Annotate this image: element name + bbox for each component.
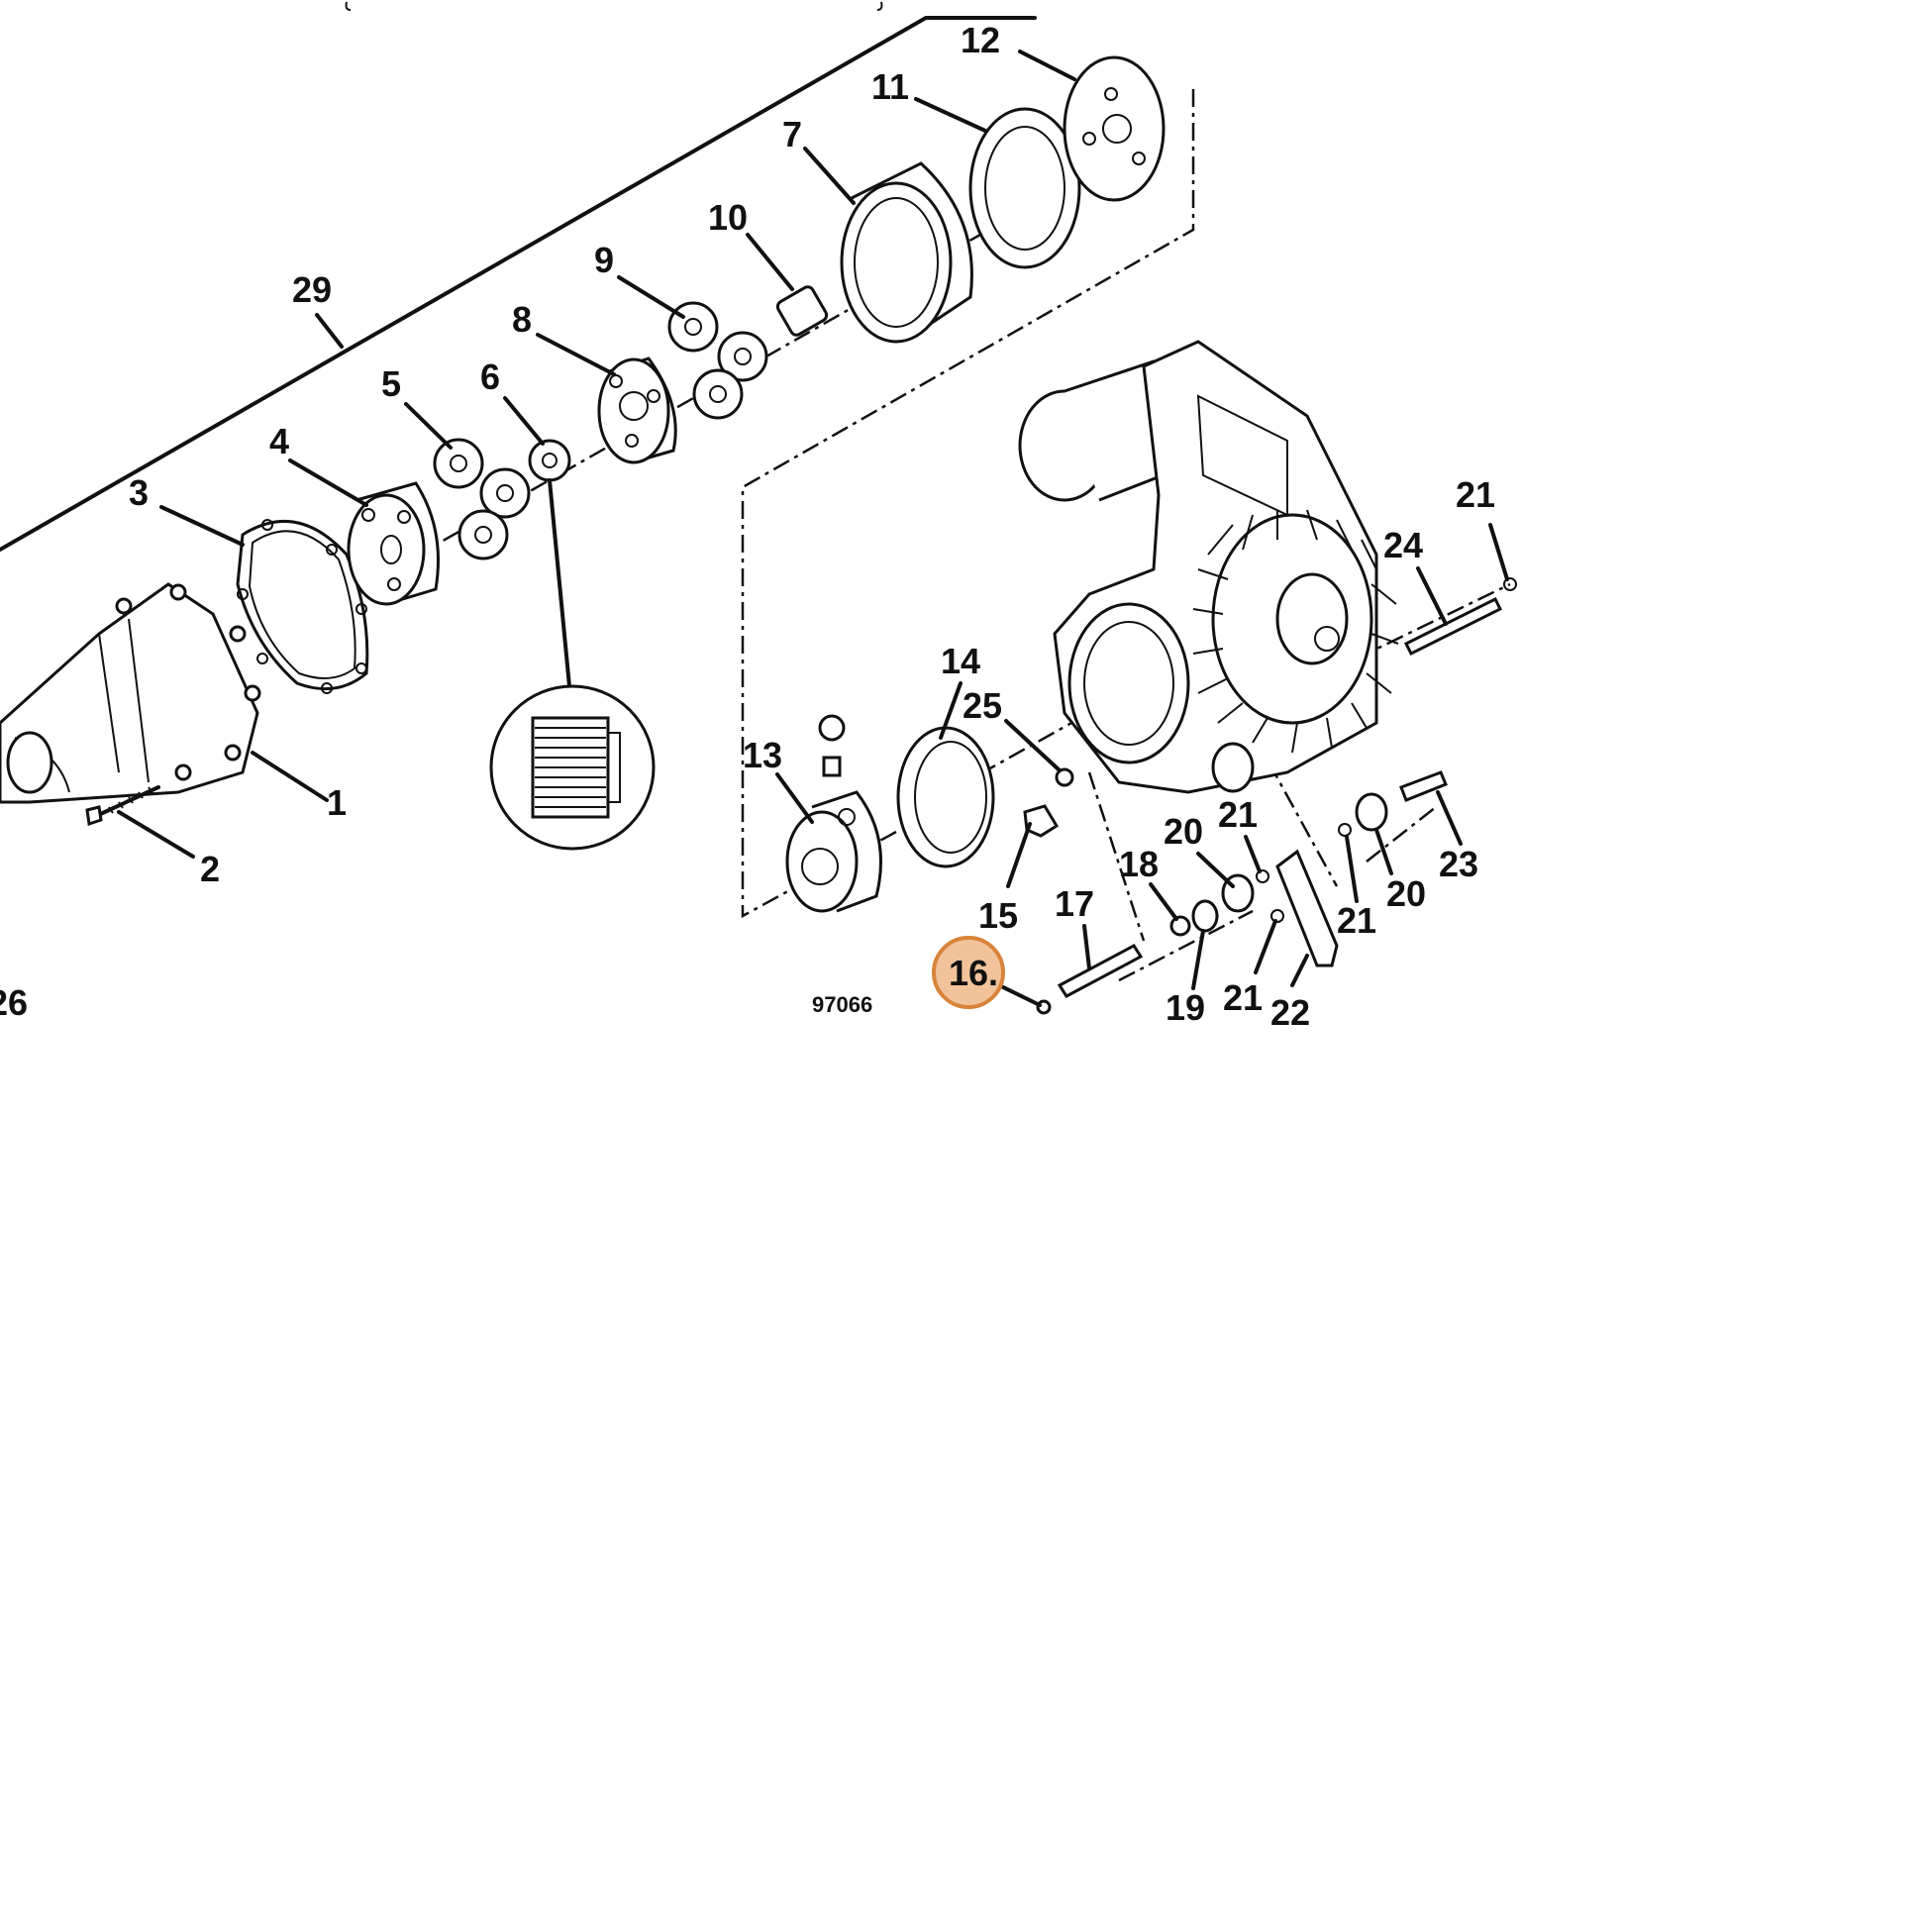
carrier-part — [347, 481, 440, 606]
callout-label: 20 — [1386, 873, 1426, 914]
callout-label: 29 — [292, 269, 332, 310]
washer-part-25 — [1055, 767, 1074, 787]
gasket-part — [236, 519, 369, 694]
plug-part — [1023, 804, 1060, 838]
figure-number: 97066 — [812, 992, 872, 1017]
transmission-assembly — [1018, 340, 1399, 794]
callout-label: 6 — [480, 356, 500, 397]
callout-label: 14 — [941, 641, 980, 681]
callout-label: 22 — [1270, 992, 1310, 1033]
callout-label: 9 — [594, 240, 614, 280]
callout-label: 19 — [1166, 987, 1205, 1028]
clip-part-21a — [1256, 869, 1269, 883]
callout-labels: 1 2 3 4 5 6 7 8 9 10 11 12 13 14 15 17 1… — [0, 20, 1495, 1033]
callout-label: 8 — [512, 299, 532, 340]
plug-part-20b — [1355, 792, 1388, 832]
callout-label: 11 — [871, 66, 909, 107]
callout-label: 21 — [1223, 977, 1263, 1018]
gear-axis — [296, 156, 1115, 626]
callout-label: 12 — [961, 20, 1000, 60]
callout-label: 10 — [708, 197, 748, 238]
washer-part-19 — [1191, 899, 1219, 933]
sun-gear-part-10 — [775, 285, 829, 337]
callout-label: 18 — [1119, 844, 1159, 884]
friction-disc-part — [968, 107, 1081, 269]
callout-16-label: 16. — [949, 953, 998, 993]
pin-part-17 — [1057, 944, 1144, 998]
callout-label: 21 — [1456, 474, 1495, 515]
shaft-part-23 — [1399, 770, 1448, 802]
callout-label: 24 — [1383, 525, 1423, 565]
ring-gear-part — [840, 161, 973, 344]
lever-part — [1275, 849, 1339, 967]
rod-part-24 — [1403, 596, 1503, 657]
callout-label: 3 — [129, 472, 149, 513]
callout-label: 1 — [327, 782, 347, 823]
sun-gear-part-6 — [528, 439, 571, 482]
bracket-line-29 — [0, 1, 1037, 552]
callout-label: 26 — [0, 982, 28, 1023]
callout-label: 2 — [200, 849, 220, 889]
seal-ring-part — [896, 726, 995, 868]
nut-part-18 — [1169, 915, 1191, 937]
callout-label: 13 — [743, 735, 782, 775]
callout-label: 17 — [1055, 883, 1094, 924]
callout-label: 7 — [782, 114, 802, 154]
callout-label: 21 — [1337, 900, 1376, 941]
callout-label: 5 — [381, 363, 401, 404]
highlight-circle[interactable] — [932, 936, 1005, 1009]
carrier-part-8 — [597, 356, 677, 464]
callout-label: 20 — [1164, 811, 1203, 852]
highlight-callout-16[interactable]: 16. — [932, 936, 1005, 1009]
callout-label: 4 — [269, 421, 289, 461]
planet-gears-part-5 — [433, 438, 531, 560]
clip-part-21c — [1338, 823, 1352, 837]
bolt-part — [85, 785, 160, 826]
callout-label: 25 — [963, 685, 1002, 726]
clip-part-21d — [1503, 577, 1517, 591]
clip-part-21b — [1270, 909, 1284, 923]
callout-label: 23 — [1439, 844, 1478, 884]
plate-part — [1063, 55, 1166, 202]
planet-gears-part-9 — [667, 301, 768, 420]
callout-label: 21 — [1218, 794, 1258, 835]
housing-part — [0, 582, 261, 804]
leader-lines — [117, 50, 1509, 1007]
detail-inset — [489, 478, 656, 851]
coupling-part — [785, 714, 882, 913]
callout-label: 15 — [978, 895, 1018, 936]
